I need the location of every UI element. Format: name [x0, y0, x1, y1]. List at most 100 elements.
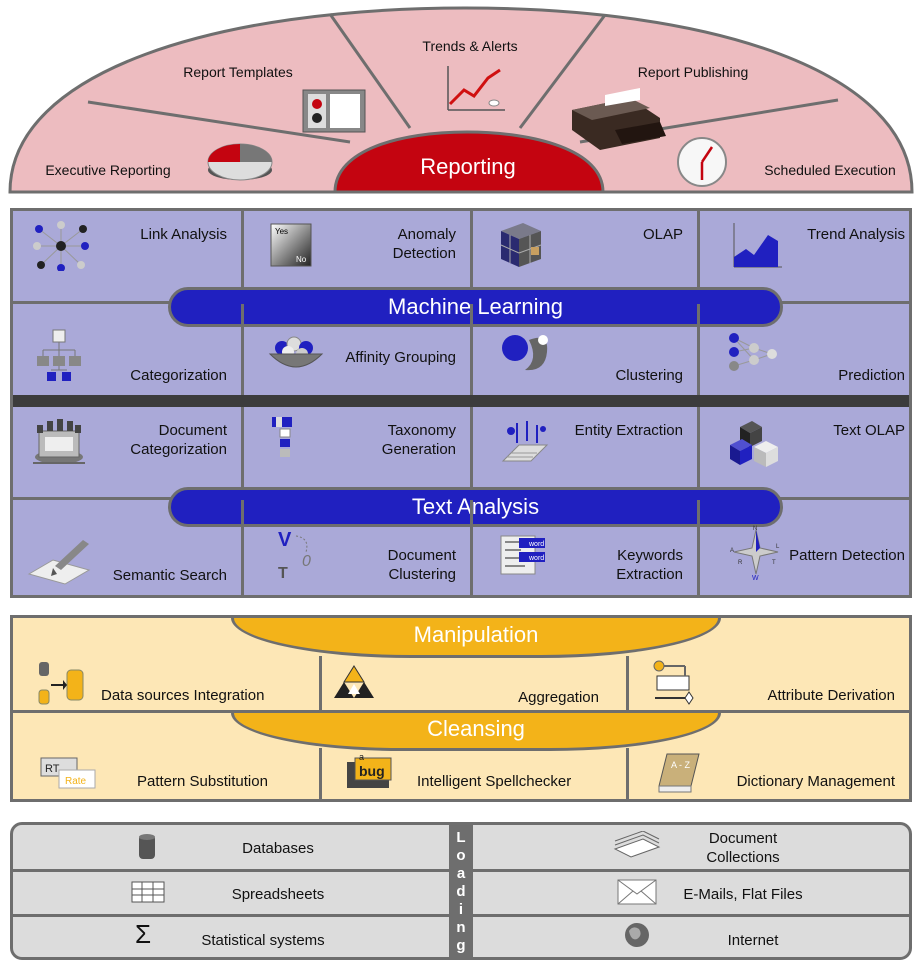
rt-rate-icon: RT Rate [40, 757, 96, 789]
cell-pattern-detection: N A L R T W Pattern Detection [700, 500, 909, 595]
loading-letter: o [456, 847, 466, 864]
prep-row-1: Data sources Integration Aggregation Att [13, 656, 909, 712]
cell-affinity-grouping: Affinity Grouping [244, 304, 473, 395]
cell-text-olap: Text OLAP [700, 407, 909, 497]
label-data-sources-integration: Data sources Integration [101, 687, 265, 704]
label-link-analysis: Link Analysis [140, 226, 227, 243]
bug-a-text: a [359, 752, 364, 762]
text-analysis-title: Text Analysis [168, 487, 783, 527]
label-e-mails-flat-files: E-Mails, Flat Files [683, 886, 803, 903]
triangles-icon [334, 665, 374, 698]
label-document-categorization: Document Categorization [130, 422, 227, 458]
label-clustering: Clustering [615, 367, 683, 384]
pie-chart-icon [207, 143, 273, 181]
reporting-dome: Reporting Executive Reporting Report Tem… [8, 6, 914, 194]
derivation-icon [653, 660, 694, 705]
loading-letter: n [456, 919, 466, 936]
label-trend-analysis: Trend Analysis [807, 226, 905, 243]
label-taxonomy-generation: Taxonomy Generation [381, 422, 456, 458]
reporting-center [333, 130, 605, 194]
prep-divider-v [319, 656, 322, 712]
rt-text: RT [45, 763, 60, 775]
cell-taxonomy-generation: Taxonomy Generation [244, 407, 473, 497]
bug-text: bug [359, 763, 385, 779]
label-document-collections: Document Collections [706, 830, 780, 866]
o-glyph: 0 [302, 553, 311, 570]
cell-keywords-extraction: word word Keywords Extraction [473, 500, 700, 595]
globe-icon [625, 923, 649, 947]
cell-trend-analysis: Trend Analysis [700, 211, 909, 301]
label-spreadsheets: Spreadsheets [231, 886, 325, 903]
label-categorization: Categorization [130, 367, 227, 384]
clusters-icon [502, 335, 548, 371]
grid-icon [131, 881, 165, 903]
label-affinity-grouping: Affinity Grouping [345, 349, 456, 366]
compass-icon: N A L R T W [730, 526, 780, 580]
compass-r: R [738, 560, 743, 566]
cell-data-sources-integration: Data sources Integration [13, 618, 322, 712]
cleansing-title: Cleansing [231, 713, 721, 751]
yes-no-icon: Yes No [270, 223, 312, 267]
machine-learning-title: Machine Learning [168, 287, 783, 327]
envelope-icon [617, 879, 657, 905]
v-glyph: V [278, 529, 292, 551]
template-icon [302, 89, 366, 133]
label-olap: OLAP [642, 226, 683, 243]
prep-divider-v [626, 748, 629, 802]
preparation-panel: Manipulation Data sources Integration Ag… [10, 615, 912, 802]
label-pattern-detection: Pattern Detection [789, 547, 905, 564]
divider [328, 13, 412, 129]
database-icon [139, 834, 155, 859]
word-glyph-2: word [528, 555, 544, 562]
label-entity-extraction: Entity Extraction [574, 422, 683, 439]
cell-categorization: Categorization [13, 304, 244, 395]
label-statistical-systems: Statistical systems [201, 932, 325, 949]
cell-semantic-search: Semantic Search [13, 500, 244, 595]
cell-attribute-derivation: Attribute Derivation [629, 618, 909, 712]
compass-t: T [772, 560, 776, 566]
clock-icon [677, 137, 727, 187]
loading-letter: i [458, 901, 464, 918]
label-anomaly-detection: Anomaly Detection [392, 226, 456, 262]
compass-w: W [752, 575, 759, 580]
compass-n: N [753, 526, 757, 532]
cell-anomaly-detection: Yes No Anomaly Detection [244, 211, 473, 301]
loading-letter: L [456, 829, 466, 846]
reporting-title: Reporting [420, 154, 515, 179]
bug-icon: bug a [347, 752, 392, 788]
cell-document-categorization: Document Categorization [13, 407, 244, 497]
cell-prediction: Prediction [700, 304, 909, 395]
cell-clustering: Clustering [473, 304, 700, 395]
sigma-icon: Σ [135, 919, 152, 949]
section-separator [13, 395, 909, 407]
text-olap-cubes-icon [730, 421, 778, 467]
label-attribute-derivation: Attribute Derivation [767, 687, 895, 704]
segment-executive-reporting: Executive Reporting [45, 162, 170, 178]
label-pattern-substitution: Pattern Substitution [137, 773, 268, 790]
cell-aggregation: Aggregation [322, 618, 629, 712]
label-document-clustering: Document Clustering [387, 547, 456, 583]
divider [518, 14, 607, 129]
divider [87, 100, 351, 144]
cell-entity-extraction: Entity Extraction [473, 407, 700, 497]
word-list-icon: word word [500, 535, 545, 575]
cell-link-analysis: Link Analysis [13, 211, 244, 301]
trend-chart-icon [733, 223, 782, 268]
prep-divider-v [319, 748, 322, 802]
az-text: A - Z [671, 760, 691, 770]
v-t-icon: V T 0 [278, 529, 311, 582]
printer-icon [572, 88, 666, 150]
label-internet: Internet [727, 932, 779, 949]
segment-report-publishing: Report Publishing [638, 64, 749, 80]
ta-top-row: Document Categorization Taxonomy Generat… [13, 407, 909, 497]
label-databases: Databases [242, 840, 314, 857]
prep-divider-v [626, 656, 629, 712]
label-semantic-search: Semantic Search [112, 567, 227, 584]
reporting-section: Reporting Executive Reporting Report Tem… [0, 0, 921, 200]
loading-letter: a [456, 865, 466, 882]
segment-scheduled-execution: Scheduled Execution [764, 162, 896, 178]
ml-bottom-row: Categorization Affinity Grouping Cluster… [13, 304, 909, 395]
